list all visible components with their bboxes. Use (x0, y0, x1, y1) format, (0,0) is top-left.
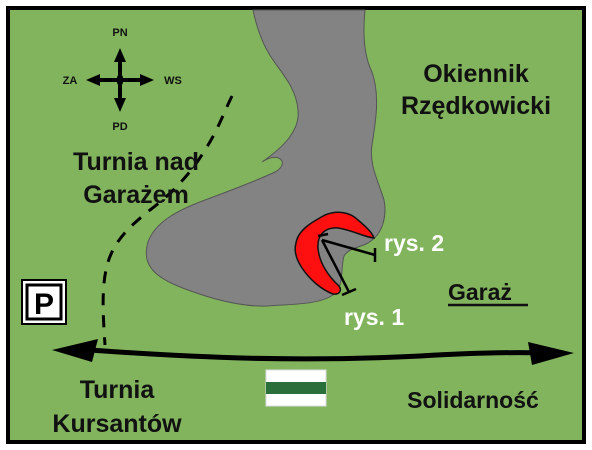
label-okiennik-line2: Rzędkowicki (401, 92, 551, 120)
label-solidarnosc: Solidarność (407, 387, 539, 413)
arrow-left-icon (52, 339, 98, 362)
label-okiennik-line1: Okiennik (423, 60, 529, 88)
compass-east-label: WS (164, 75, 182, 87)
label-turnia-nad-line2: Garażem (83, 181, 189, 209)
arrow-right-icon (528, 342, 574, 365)
section-line-rys1-end (341, 287, 357, 297)
compass-south-label: PD (112, 121, 127, 133)
cave-garaz (294, 211, 376, 295)
section-lines (317, 232, 377, 297)
section-line-rys1 (320, 239, 351, 293)
section-line-start (317, 232, 329, 238)
compass-rose-icon (86, 48, 154, 112)
green-trail-marker-icon (265, 369, 327, 407)
compass-west-label: ZA (63, 75, 78, 87)
dashed-footpath (101, 95, 234, 346)
compass-north-label: PN (112, 27, 127, 39)
label-garaz: Garaż (448, 279, 512, 305)
label-turnia-nad-line1: Turnia nad (73, 148, 199, 176)
parking-sign-icon: P (21, 279, 67, 325)
rock-okiennik (145, 9, 386, 307)
section-line-rys2 (321, 238, 376, 257)
label-rys1: rys. 1 (344, 304, 404, 330)
trail-line (52, 339, 574, 365)
parking-label: P (34, 288, 54, 321)
label-turnia-kurs-line1: Turnia (80, 376, 156, 404)
label-rys2: rys. 2 (384, 230, 444, 256)
label-turnia-kurs-line2: Kursantów (52, 410, 182, 438)
